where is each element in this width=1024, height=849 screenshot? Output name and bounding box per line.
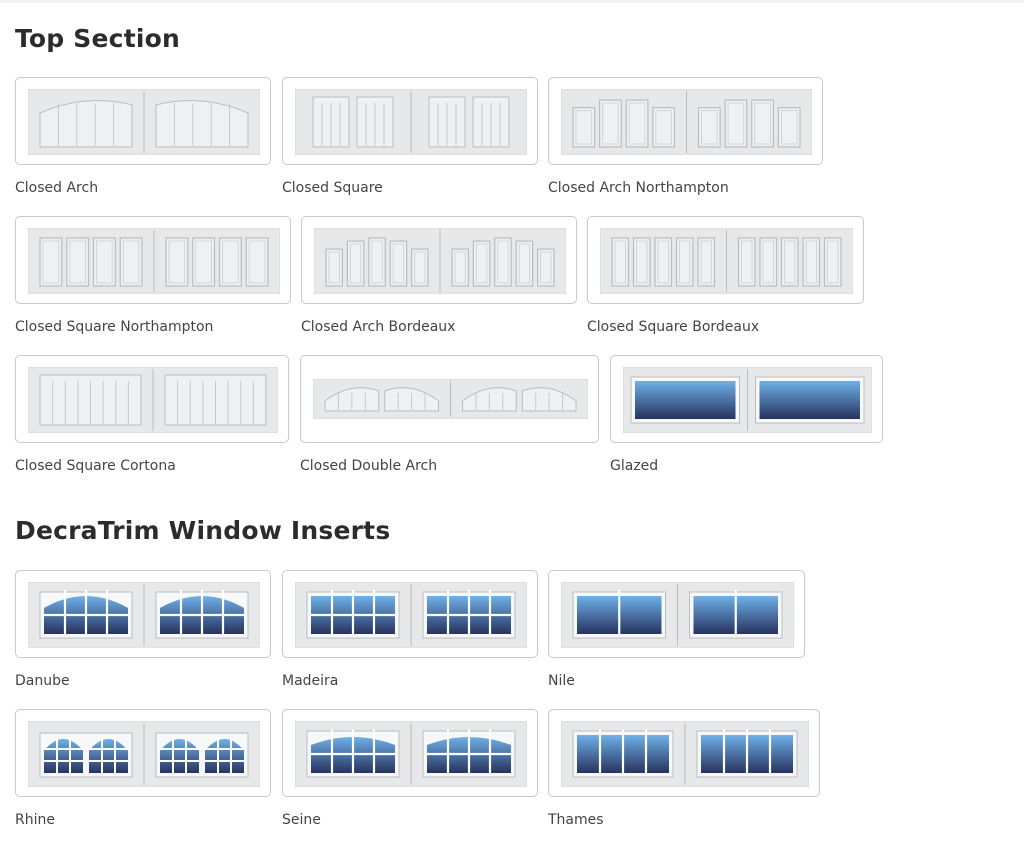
door-panel-illustration bbox=[600, 228, 853, 294]
door-panel-illustration bbox=[295, 89, 527, 155]
option-label[interactable]: Closed Square Bordeaux bbox=[587, 319, 760, 335]
section-title-decratrim-window-inserts: DecraTrim Window Inserts bbox=[15, 516, 391, 545]
door-image[interactable] bbox=[300, 355, 599, 443]
option-label[interactable]: Danube bbox=[15, 673, 70, 689]
door-panel-illustration bbox=[623, 367, 872, 433]
door-image[interactable] bbox=[15, 77, 271, 165]
door-panel-illustration bbox=[28, 89, 260, 155]
option-label[interactable]: Glazed bbox=[610, 458, 659, 474]
door-panel-illustration bbox=[295, 582, 527, 648]
option-label[interactable]: Closed Square Northampton bbox=[15, 319, 214, 335]
door-image[interactable] bbox=[587, 216, 864, 304]
door-image[interactable] bbox=[548, 709, 820, 797]
option-label[interactable]: Closed Arch Bordeaux bbox=[301, 319, 456, 335]
door-image[interactable] bbox=[282, 570, 538, 658]
option-label[interactable]: Seine bbox=[282, 812, 321, 828]
door-image[interactable] bbox=[282, 709, 538, 797]
option-label[interactable]: Thames bbox=[548, 812, 604, 828]
door-panel-illustration bbox=[561, 89, 812, 155]
door-image[interactable] bbox=[15, 570, 271, 658]
door-panel-illustration bbox=[295, 721, 527, 787]
door-panel-illustration bbox=[28, 721, 260, 787]
door-panel-illustration bbox=[314, 228, 566, 294]
option-label[interactable]: Madeira bbox=[282, 673, 339, 689]
door-panel-illustration bbox=[28, 228, 280, 294]
option-label[interactable]: Closed Double Arch bbox=[300, 458, 438, 474]
door-panel-illustration bbox=[313, 379, 588, 419]
door-image[interactable] bbox=[15, 355, 289, 443]
option-label[interactable]: Closed Square Cortona bbox=[15, 458, 176, 474]
option-label[interactable]: Closed Arch Northampton bbox=[548, 180, 729, 196]
option-label[interactable]: Closed Arch bbox=[15, 180, 99, 196]
door-panel-illustration bbox=[561, 582, 794, 648]
door-image[interactable] bbox=[15, 216, 291, 304]
door-image[interactable] bbox=[610, 355, 883, 443]
door-image[interactable] bbox=[15, 709, 271, 797]
section-title-top-section: Top Section bbox=[15, 24, 180, 53]
door-image[interactable] bbox=[548, 570, 805, 658]
door-panel-illustration bbox=[561, 721, 809, 787]
door-image[interactable] bbox=[282, 77, 538, 165]
door-image[interactable] bbox=[301, 216, 577, 304]
option-label[interactable]: Rhine bbox=[15, 812, 55, 828]
door-panel-illustration bbox=[28, 367, 278, 433]
option-label[interactable]: Closed Square bbox=[282, 180, 383, 196]
top-divider bbox=[0, 0, 1024, 3]
option-label[interactable]: Nile bbox=[548, 673, 575, 689]
door-image[interactable] bbox=[548, 77, 823, 165]
door-panel-illustration bbox=[28, 582, 260, 648]
